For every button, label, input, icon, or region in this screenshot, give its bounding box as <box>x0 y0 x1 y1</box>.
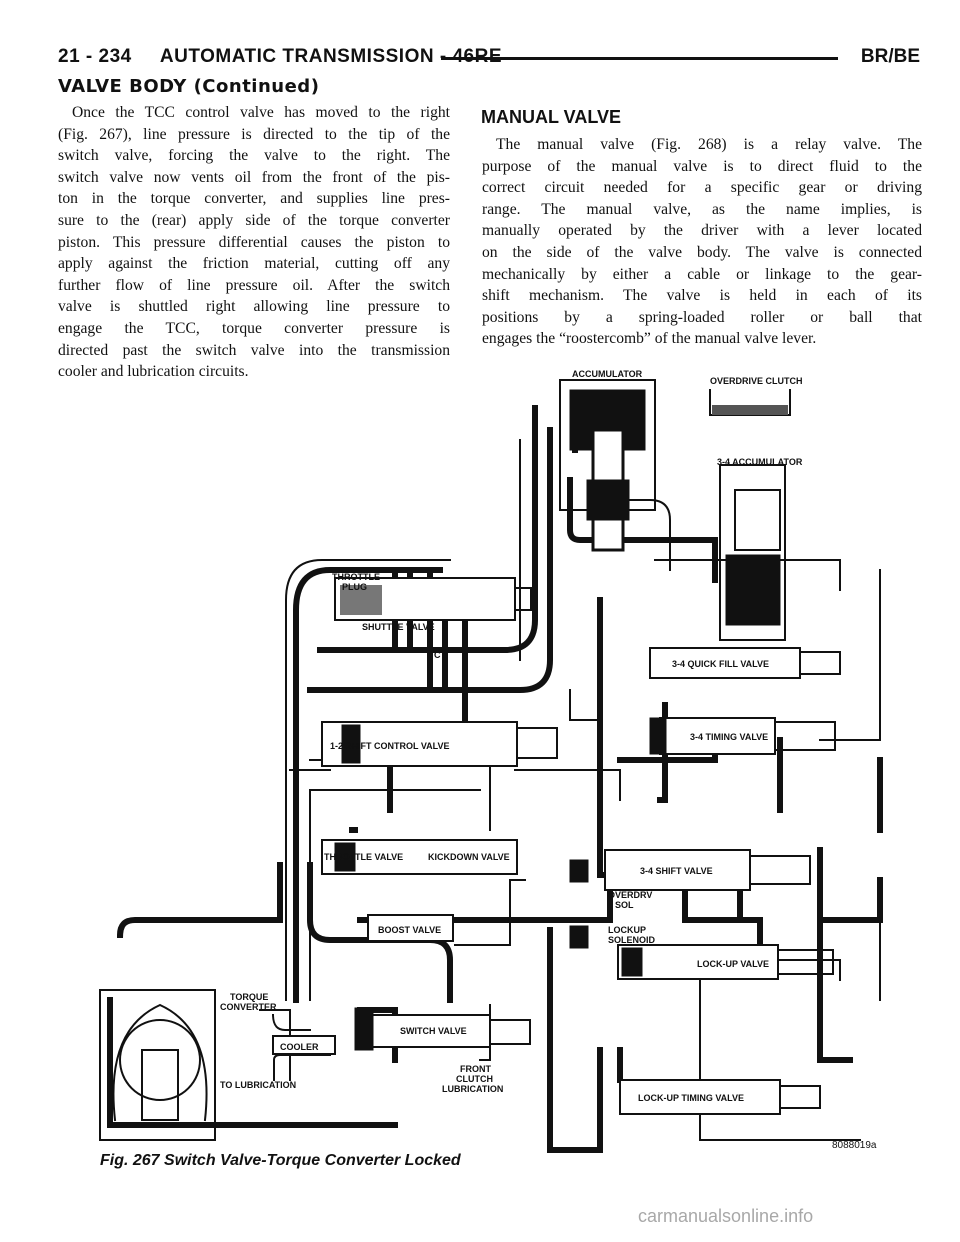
text-line: purpose of the manual valve is to direct… <box>482 157 922 175</box>
text-line: ton in the torque converter, and supplie… <box>58 190 450 208</box>
text-line: switch valve now vents oil from the fron… <box>58 168 450 186</box>
label-1-2-shift-control-valve: 1-2 SHIFT CONTROL VALVE <box>330 741 450 751</box>
text-line: engage the TCC, torque converter pressur… <box>58 319 450 337</box>
figure-id: 8088019a <box>832 1140 877 1151</box>
right-paragraph: The manual valve (Fig. 268) is a relay v… <box>482 134 922 350</box>
label-front-clutch-lubrication: CLUTCH <box>456 1074 493 1084</box>
hydraulic-diagram: ACCUMULATOR OVERDRIVE CLUTCH 3-4 ACCUMUL… <box>99 369 883 1153</box>
label-throttle-plug: PLUG <box>342 582 367 592</box>
text-line: correct circuit needed for a specific ge… <box>482 179 922 197</box>
label-3-4-timing-valve: 3-4 TIMING VALVE <box>690 732 768 742</box>
label-boost-valve: BOOST VALVE <box>378 925 441 935</box>
label-torque-converter: CONVERTER <box>220 1002 277 1012</box>
text-line: shift mechanism. The valve is held in ea… <box>482 287 922 305</box>
page-number-title: 21 - 234 AUTOMATIC TRANSMISSION - 46RE <box>58 46 503 67</box>
label-lockup-solenoid: SOLENOID <box>608 935 656 945</box>
label-front-clutch-lubrication: FRONT <box>460 1064 491 1074</box>
label-accumulator: ACCUMULATOR <box>572 369 643 379</box>
text-line: (Fig. 267), line pressure is directed to… <box>58 125 450 143</box>
label-shuttle-valve: SHUTTLE VALVE <box>362 622 435 632</box>
label-to-lubrication: TO LUBRICATION <box>220 1080 296 1090</box>
text-line: engages the “roostercomb” of the manual … <box>482 330 817 348</box>
section-title: VALVE BODY (Continued) <box>58 76 320 97</box>
label-lockup-solenoid: LOCKUP <box>608 925 646 935</box>
label-lock-up-timing-valve: LOCK-UP TIMING VALVE <box>638 1093 744 1103</box>
label-overdrive-clutch: OVERDRIVE CLUTCH <box>710 376 803 386</box>
text-line: mechanically by either a cable or linkag… <box>482 265 922 283</box>
label-3-4-shift-valve: 3-4 SHIFT VALVE <box>640 866 713 876</box>
text-line: switch valve, forcing the valve to the r… <box>58 147 450 165</box>
text-line: further flow of line pressure oil. After… <box>58 276 450 294</box>
label-marker: C <box>434 650 441 660</box>
label-lock-up-valve: LOCK-UP VALVE <box>697 959 769 969</box>
figure-caption: Fig. 267 Switch Valve-Torque Converter L… <box>100 1152 461 1169</box>
text-line: range. The manual valve, as the name imp… <box>482 200 922 218</box>
label-3-4-accumulator: 3-4 ACCUMULATOR <box>717 457 803 467</box>
text-line: The manual valve (Fig. 268) is a relay v… <box>496 136 922 153</box>
label-throttle-valve: THROTTLE VALVE <box>324 852 403 862</box>
text-line: piston. This pressure differential cause… <box>58 233 450 251</box>
label-switch-valve: SWITCH VALVE <box>400 1026 467 1036</box>
text-line: on the side of the valve body. The valve… <box>482 243 922 261</box>
page-header: 21 - 234 AUTOMATIC TRANSMISSION - 46RE B… <box>58 44 920 74</box>
manual-valve-heading: MANUAL VALVE <box>481 107 622 127</box>
label-overdrive-solenoid: OVERDRV <box>608 890 652 900</box>
watermark: carmanualsonline.info <box>638 1206 814 1226</box>
text-line: valve is shuttled right allowing line pr… <box>58 298 450 316</box>
text-line: sure to the (rear) apply side of the tor… <box>58 211 450 229</box>
label-kickdown-valve: KICKDOWN VALVE <box>428 852 510 862</box>
label-quick-fill-valve: 3-4 QUICK FILL VALVE <box>672 659 769 669</box>
label-throttle-plug: THROTTLE <box>332 572 380 582</box>
text-line: cooler and lubrication circuits. <box>58 363 249 381</box>
text-line: apply against the friction material, cut… <box>58 255 450 273</box>
text-line: Once the TCC control valve has moved to … <box>72 104 450 121</box>
text-line: directed past the switch valve into the … <box>58 341 450 359</box>
label-cooler: COOLER <box>280 1042 319 1052</box>
text-line: manually operated by the driver with a l… <box>482 222 922 240</box>
label-torque-converter: TORQUE <box>230 992 268 1002</box>
label-front-clutch-lubrication: LUBRICATION <box>442 1084 503 1094</box>
model-code: BR/BE <box>860 46 920 67</box>
label-overdrive-solenoid: SOL <box>615 900 634 910</box>
header-rule <box>441 57 838 60</box>
left-paragraph: Once the TCC control valve has moved to … <box>58 102 450 383</box>
text-line: positions by a spring-loaded roller or b… <box>482 308 922 326</box>
